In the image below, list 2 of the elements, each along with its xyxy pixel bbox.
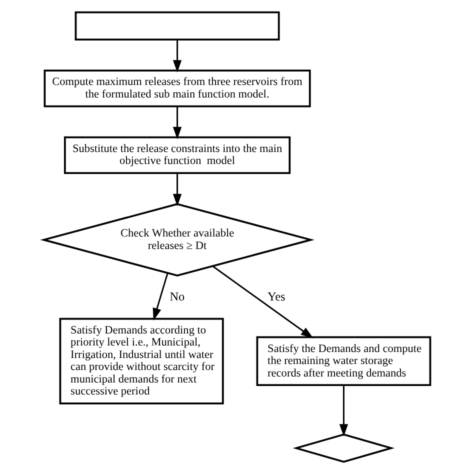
edge-label: No bbox=[170, 289, 185, 304]
edge-label: Yes bbox=[267, 289, 286, 304]
